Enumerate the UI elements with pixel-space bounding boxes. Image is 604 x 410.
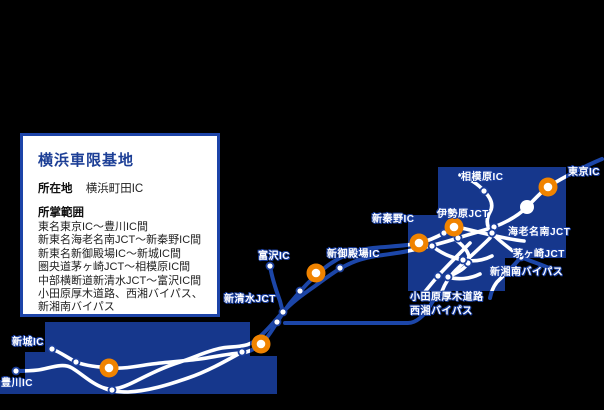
junction-nodes	[11, 186, 526, 395]
highlight-region-aichi	[0, 322, 277, 394]
label-isehara-jct: 伊勢原JCT	[437, 209, 489, 220]
scope-label: 所掌範囲	[38, 207, 84, 219]
road-route1	[283, 291, 443, 325]
jurisdiction-info-box: 横浜車限基地 所在地 横浜町田IC 所掌範囲 東名東京IC〜豊川IC間 新東名海…	[20, 133, 220, 317]
label-chigasaki-jct: 茅ヶ崎JCT	[513, 249, 565, 260]
location-row: 所在地 横浜町田IC	[38, 180, 205, 196]
boundary-markers	[99, 177, 558, 378]
scope-list: 東名東京IC〜豊川IC間 新東名海老名南JCT〜新秦野IC間 新東名新御殿場IC…	[38, 221, 205, 315]
location-value: 横浜町田IC	[85, 183, 144, 195]
scope-line: 小田原厚木道路、西湘バイパス、	[38, 288, 203, 301]
scope-line: 圏央道茅ヶ崎JCT〜相模原IC間	[38, 261, 191, 274]
label-shin-shimizu-jct: 新清水JCT	[224, 294, 276, 305]
label-seisho-bypass: 西湘バイパス	[410, 306, 473, 317]
marker-isehara-jct	[444, 217, 464, 237]
scope-line: 中部横断道新清水JCT〜富沢IC間	[38, 274, 202, 287]
marker-tokyo-ic	[538, 177, 558, 197]
label-odawara-atsugi: 小田原厚木道路	[410, 292, 484, 303]
label-tokyo-ic: 東京IC	[568, 167, 600, 178]
label-shinshiro-ic: 新城IC	[12, 337, 44, 348]
marker-tomizawa-boundary	[251, 334, 271, 354]
base-title: 横浜車限基地	[38, 152, 135, 169]
label-tomizawa-ic: 富沢IC	[258, 251, 290, 262]
label-toyokawa-ic: 豊川IC	[1, 378, 33, 389]
label-ebina-minami-jct: 海老名南JCT	[508, 227, 571, 238]
scope-line: 新東名海老名南JCT〜新秦野IC間	[38, 234, 202, 247]
label-shin-hadano-ic: 新秦野IC	[372, 214, 415, 225]
location-label: 所在地	[38, 183, 73, 195]
label-shin-gotemba-ic: 新御殿場IC	[327, 249, 380, 260]
marker-shin-gotemba-ic	[306, 263, 326, 283]
waypoint-dot	[520, 200, 534, 214]
scope-line: 新東名新御殿場IC〜新城IC間	[38, 247, 181, 260]
marker-shin-hadano-ic	[409, 233, 429, 253]
scope-line: 新湘南バイパス	[38, 301, 115, 314]
scope-line: 東名東京IC〜豊川IC間	[38, 221, 148, 233]
marker-toyokawa-boundary	[99, 358, 119, 378]
label-sagamihara-ic: 相模原IC	[461, 172, 504, 183]
label-shin-shonan-bypass: 新湘南バイパス	[490, 267, 564, 278]
